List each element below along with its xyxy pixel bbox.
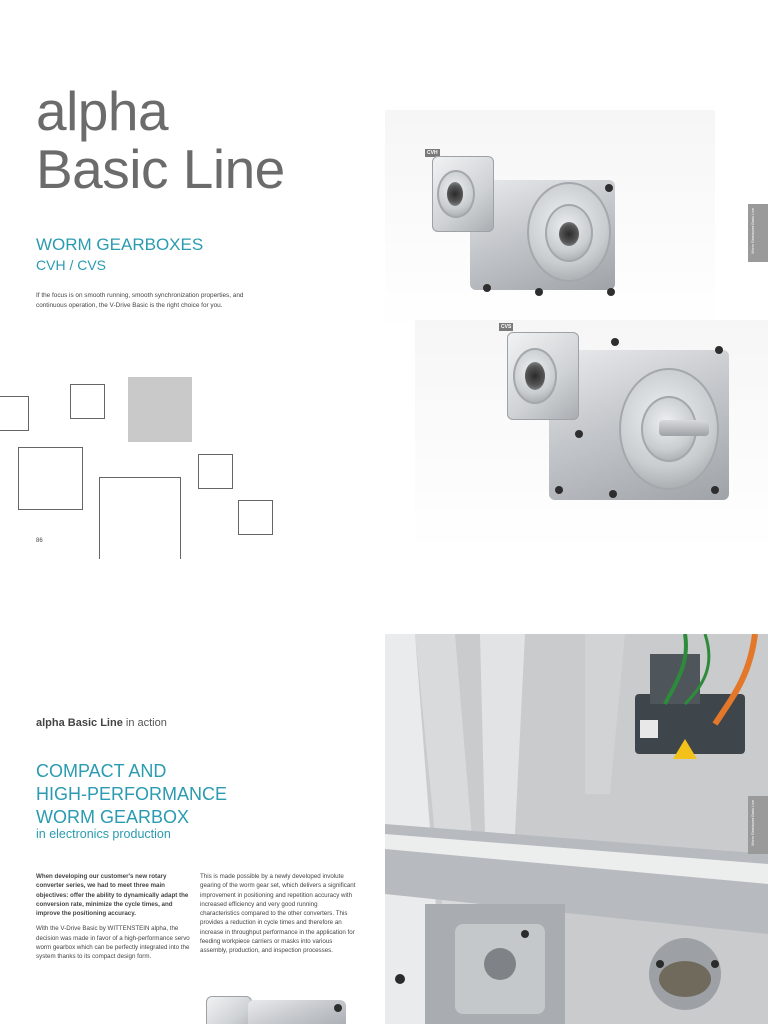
title-line-2: Basic Line [36, 138, 285, 200]
deco-square [0, 396, 29, 431]
deco-square [18, 447, 83, 510]
application-photo-drawing [385, 634, 768, 1024]
paragraph: This is made possible by a newly develop… [200, 873, 356, 955]
cvh-product-image: CVH [385, 110, 715, 332]
side-tab-2: Worm Gearboxes Basic Line [748, 796, 768, 854]
paragraph: With the V-Drive Basic by WITTENSTEIN al… [36, 925, 190, 961]
side-tab: Worm Gearboxes Basic Line [748, 204, 768, 262]
paragraph: When developing our customer's new rotar… [36, 873, 189, 918]
deco-square [99, 477, 181, 559]
application-photo [385, 634, 768, 1024]
page-title: alpha Basic Line [36, 82, 285, 198]
deco-square-filled [128, 377, 192, 442]
deco-square [238, 500, 273, 535]
text-column-2: This is made possible by a newly develop… [200, 872, 357, 962]
title-line-1: alpha [36, 80, 169, 142]
deco-square [198, 454, 233, 489]
page-number-left: 86 [36, 538, 43, 544]
in-action-label: alpha Basic Line in action [36, 717, 167, 729]
small-gearbox-image [200, 990, 360, 1024]
section-subheading-2: in electronics production [36, 827, 171, 841]
cvs-product-image: CVS [415, 320, 768, 552]
deco-square [70, 384, 105, 419]
section-heading-2: COMPACT AND HIGH-PERFORMANCE WORM GEARBO… [36, 761, 228, 827]
section-heading: WORM GEARBOXES [36, 235, 204, 254]
cvs-image-tag: CVS [499, 323, 514, 331]
section-subheading: CVH / CVS [36, 257, 107, 273]
text-column-1: When developing our customer's new rotar… [36, 872, 193, 968]
intro-text: If the focus is on smooth running, smoot… [36, 292, 244, 309]
cvh-image-tag: CVH [425, 149, 440, 157]
